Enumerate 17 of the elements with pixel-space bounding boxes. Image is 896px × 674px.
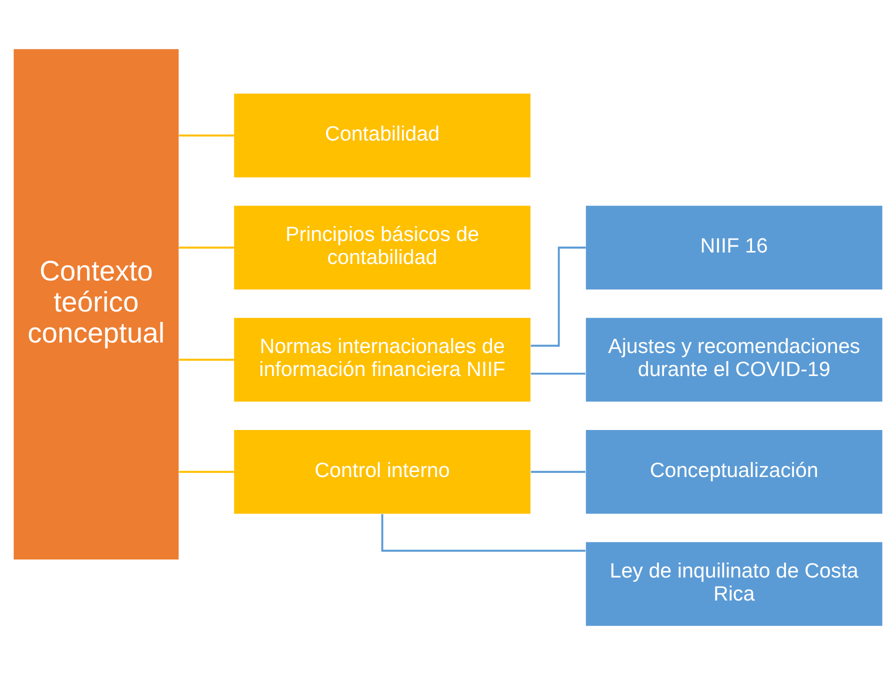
connector	[178, 470, 234, 472]
node-box: Principios básicos de contabilidad	[234, 205, 530, 289]
node-box: Normas internacionales de información financiera NIIF	[234, 317, 530, 402]
connector	[178, 358, 234, 360]
connector	[178, 246, 234, 248]
node-box: NIIF 16	[586, 205, 882, 289]
connector	[178, 134, 234, 136]
node-box: Ley de inquilinato de Costa Rica	[586, 542, 882, 626]
connector	[530, 372, 586, 374]
node-box: Ajustes y recomendaciones durante el COVID-19	[586, 317, 882, 402]
node-box: Contabilidad	[234, 93, 530, 177]
connector	[530, 246, 586, 346]
connector	[381, 514, 586, 552]
node-box: Conceptualización	[586, 429, 882, 514]
node-box: Contexto teórico conceptual	[14, 48, 179, 559]
connector	[530, 470, 586, 472]
node-box: Control interno	[234, 429, 530, 514]
